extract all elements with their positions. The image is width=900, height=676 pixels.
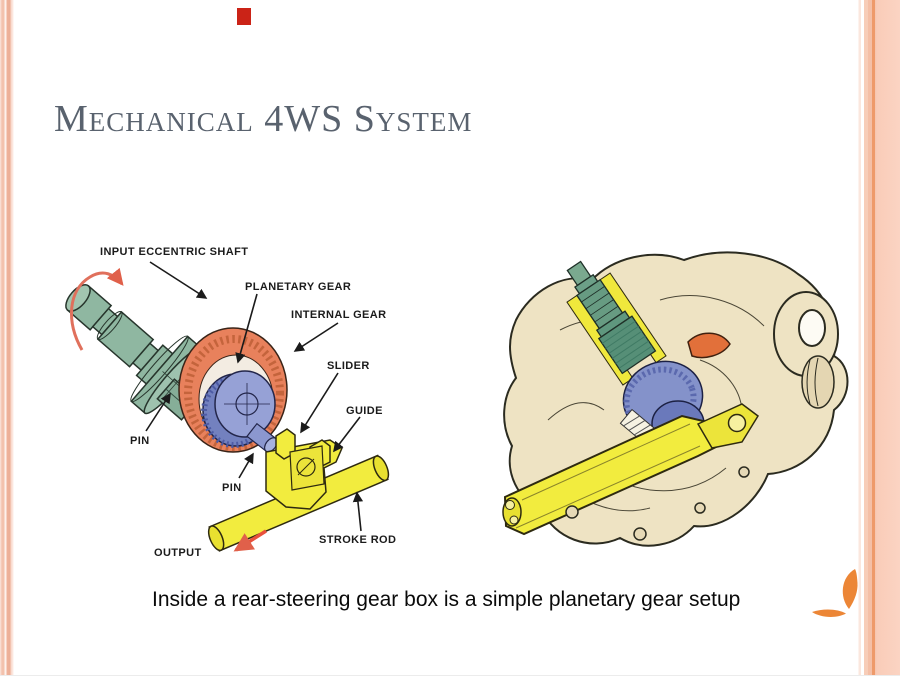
- planetary-gear-art: [201, 370, 278, 453]
- cutaway-internal-gear: [687, 332, 731, 359]
- slide-number-marker: [237, 8, 251, 25]
- gearbox-cutaway: [502, 251, 849, 547]
- label-input-eccentric-shaft: INPUT ECCENTRIC SHAFT: [100, 246, 249, 258]
- corner-crescent-decoration: [812, 569, 858, 617]
- housing-boss: [773, 291, 839, 409]
- label-stroke-rod: STROKE ROD: [319, 534, 397, 546]
- label-guide: GUIDE: [346, 405, 383, 417]
- bolts: [565, 466, 750, 541]
- left-border-decoration: [0, 0, 14, 675]
- slide-caption: Inside a rear-steering gear box is a sim…: [152, 588, 741, 611]
- planetary-gear-diagram: [65, 261, 390, 552]
- cutaway-stroke-rod: [502, 403, 759, 536]
- label-internal-gear: INTERNAL GEAR: [291, 309, 387, 321]
- output-arrow: [233, 529, 267, 552]
- rotation-arrow: [70, 267, 124, 351]
- label-pin-upper: PIN: [130, 435, 150, 447]
- page-title: Mechanical 4WS System: [54, 98, 473, 140]
- label-slider: SLIDER: [327, 360, 370, 372]
- cutaway-input-shaft: [566, 260, 657, 375]
- leader-arrows: [145, 261, 364, 532]
- right-border-decoration: [858, 0, 900, 675]
- label-output: OUTPUT: [154, 547, 202, 559]
- label-pin-lower: PIN: [222, 482, 242, 494]
- label-planetary-gear: PLANETARY GEAR: [245, 281, 352, 293]
